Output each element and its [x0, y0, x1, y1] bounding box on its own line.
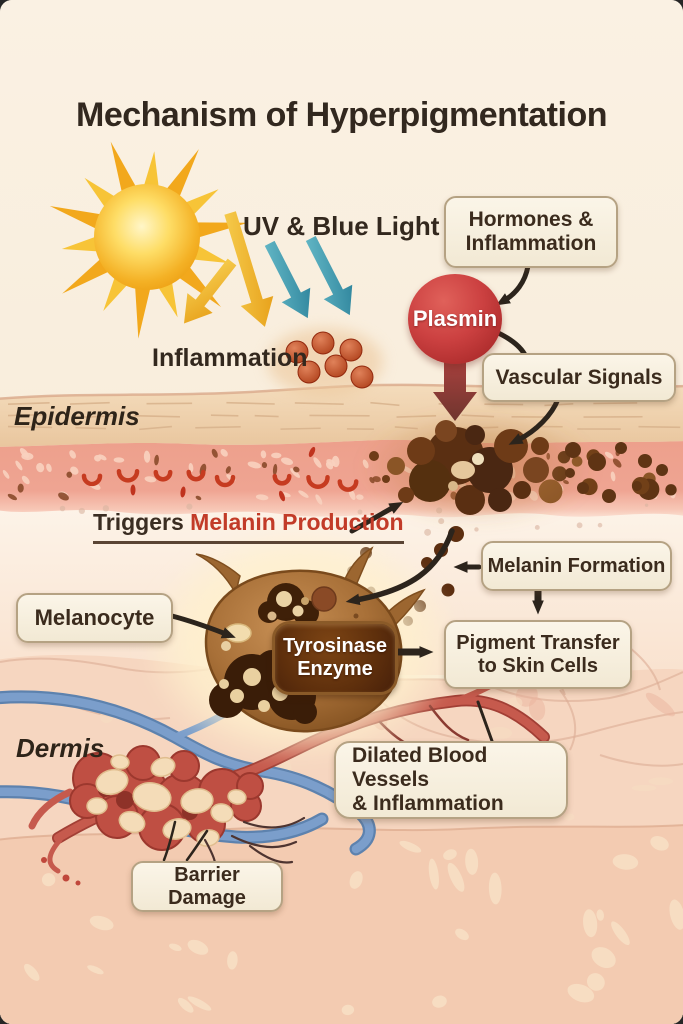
inflammation-label: Inflammation	[152, 344, 308, 372]
callout-pigment-transfer: Pigment Transfer to Skin Cells	[444, 620, 632, 689]
uv-blue-light-label: UV & Blue Light	[243, 211, 440, 241]
arrow-triggers-to-patch	[349, 502, 404, 534]
inflammation-dots	[267, 328, 383, 396]
melanin-scatter-dots	[565, 442, 668, 503]
line-barrier-to-cluster-2	[185, 829, 209, 862]
plasmin-down-arrow	[433, 350, 477, 421]
callout-barrier-damage: Barrier Damage	[131, 861, 283, 912]
arrow-vascular-to-patch	[508, 396, 561, 445]
line-barrier-to-cluster-1	[162, 820, 177, 862]
line-dilated-to-vessel	[476, 700, 494, 743]
epidermis-label: Epidermis	[14, 401, 140, 431]
callout-hormones-inflammation: Hormones & Inflammation	[444, 196, 618, 268]
callout-dilated-vessels: Dilated Blood Vessels & Inflammation	[334, 741, 568, 819]
page-title: Mechanism of Hyperpigmentation	[76, 96, 607, 134]
callout-vascular-signals: Vascular Signals	[482, 353, 676, 402]
tyrosinase-enzyme-node: Tyrosinase Enzyme	[272, 621, 398, 695]
dilated-vessel-cluster	[69, 745, 306, 876]
sun-icon	[49, 141, 249, 339]
triggers-melanin-production-label: Triggers Melanin Production	[93, 509, 404, 544]
arrow-label-to-melanocyte	[169, 613, 236, 639]
melanosome-dot	[311, 586, 337, 612]
arrow-hormones-to-plasmin	[495, 263, 531, 306]
flow-arrows	[162, 263, 561, 862]
plasmin-node: Plasmin	[408, 274, 502, 364]
callout-melanin-formation: Melanin Formation	[481, 541, 672, 591]
dermis-label: Dermis	[16, 733, 105, 763]
arrow-trail-to-cell	[345, 528, 455, 606]
melanin-patch	[347, 410, 668, 626]
uv-arrows	[183, 211, 353, 327]
callout-melanocyte: Melanocyte	[16, 593, 173, 643]
